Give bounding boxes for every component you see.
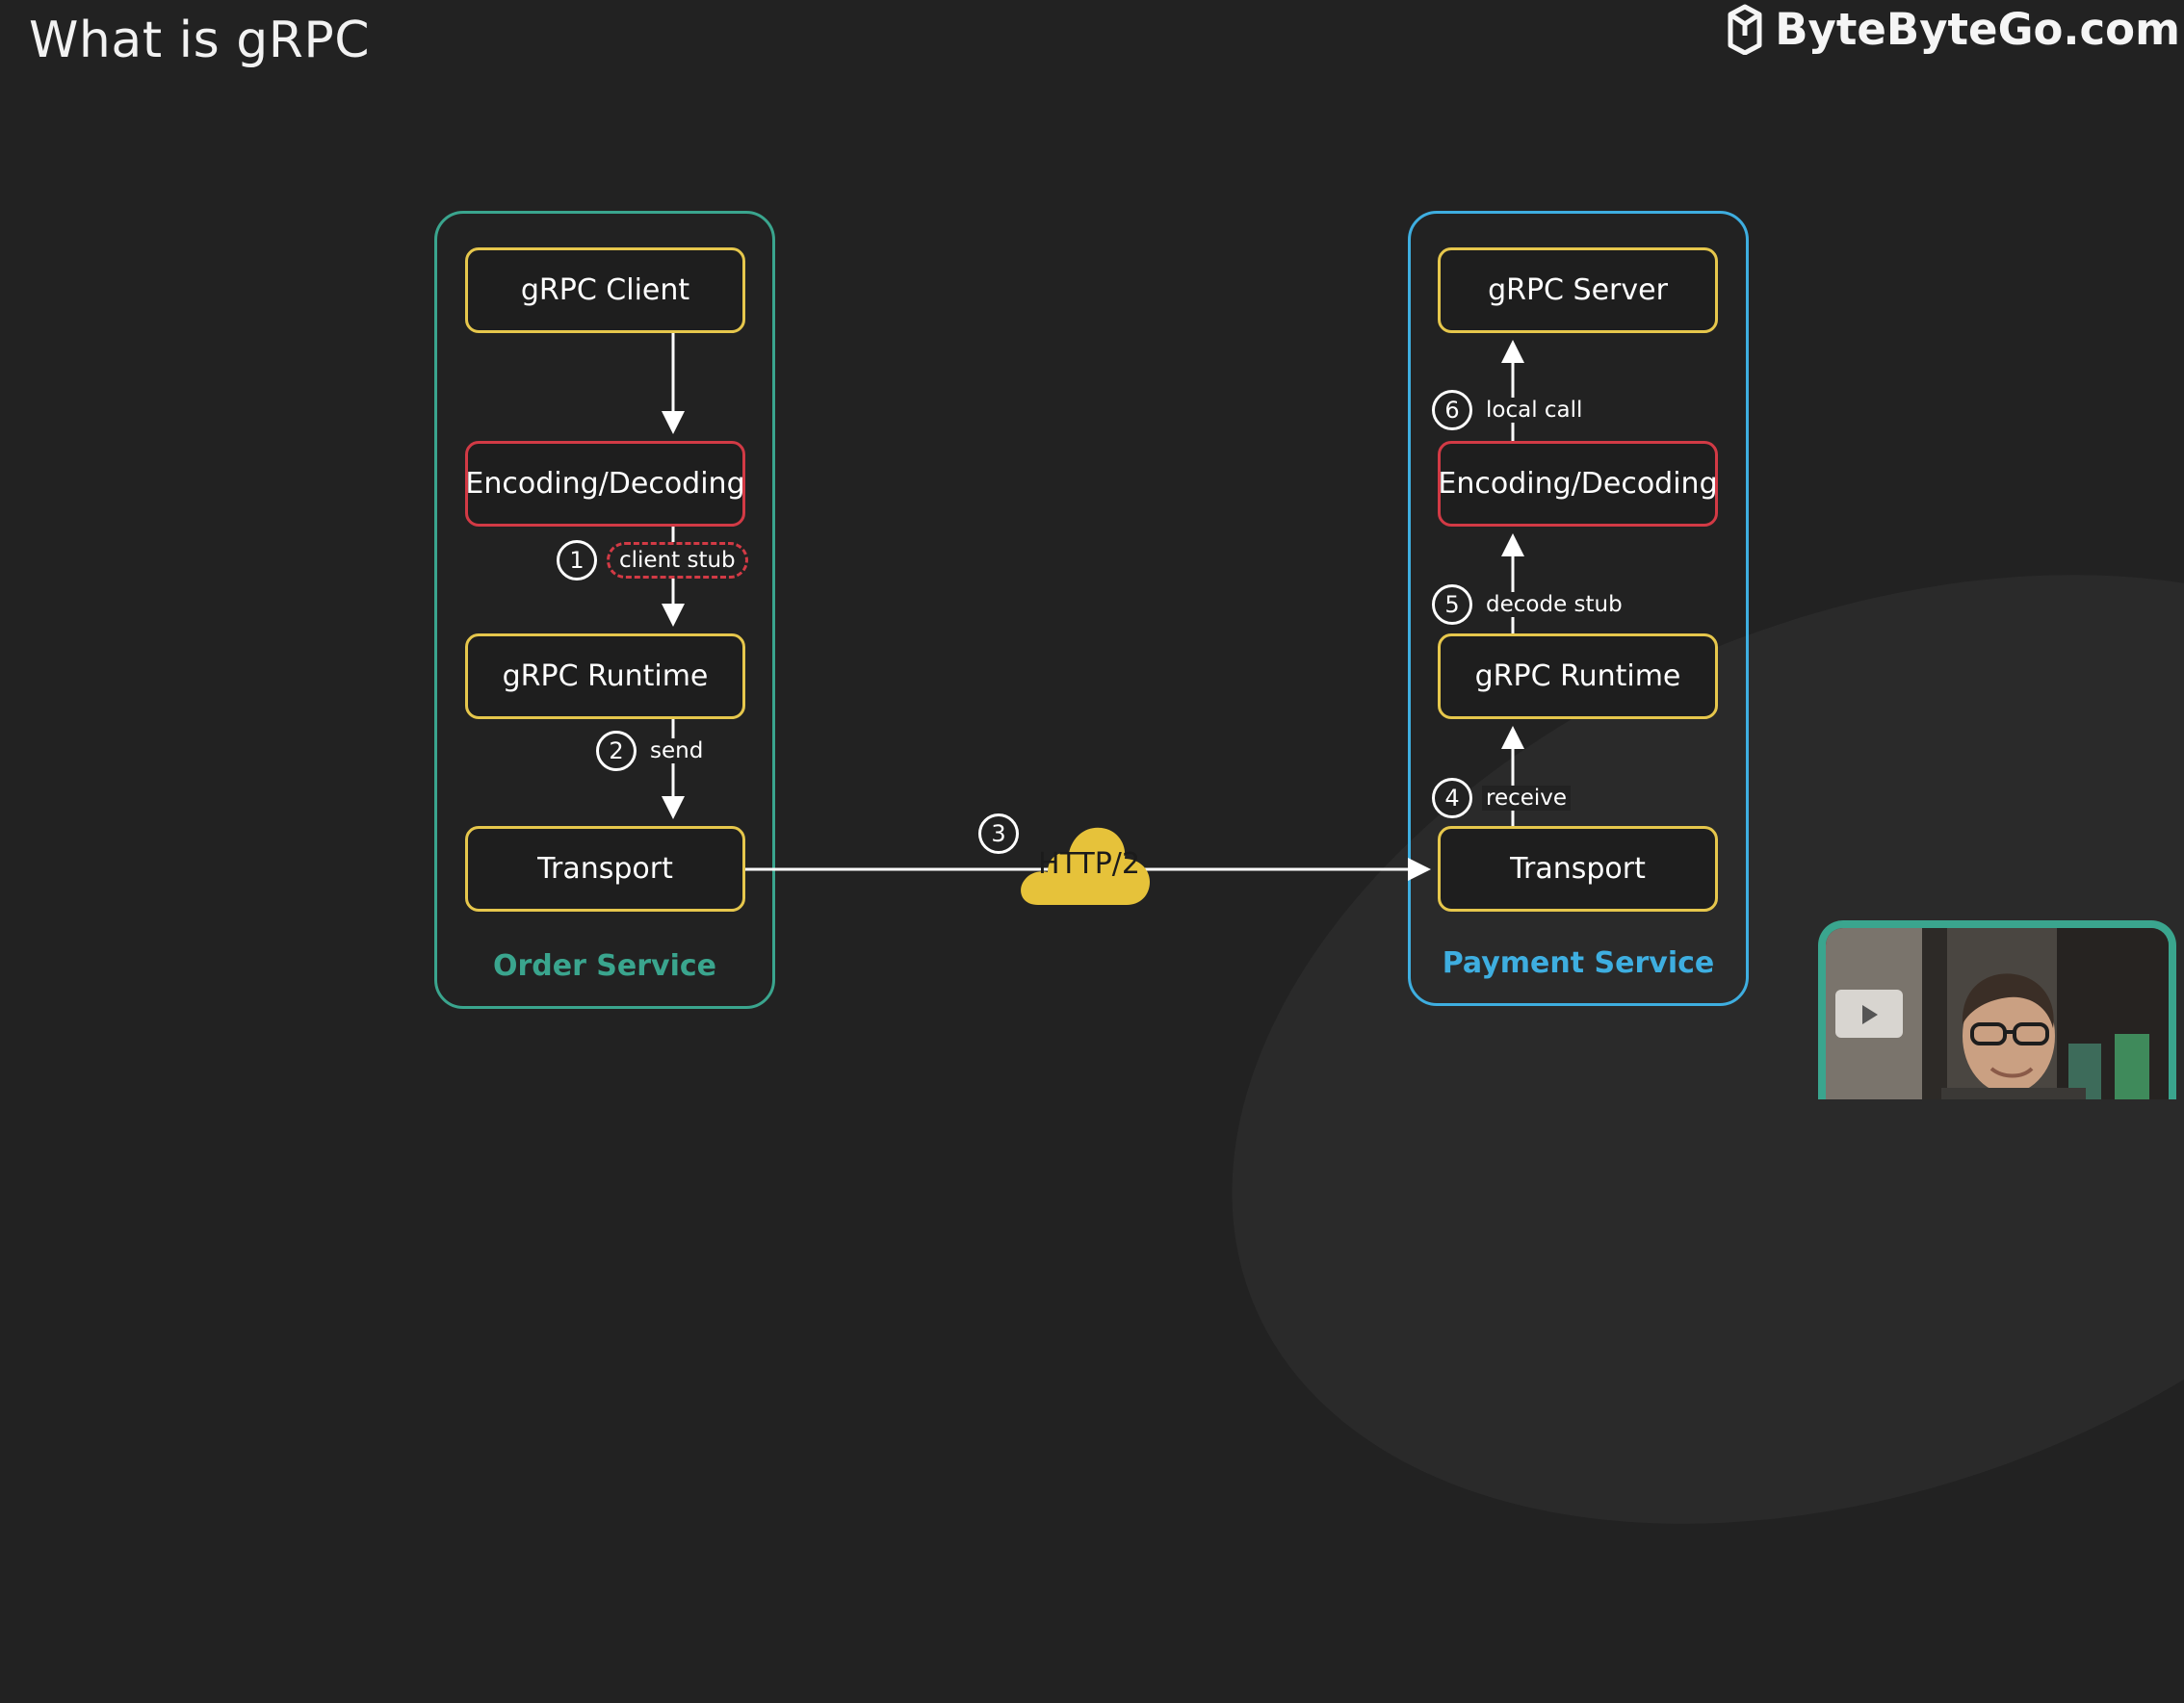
grpc-client-node: gRPC Client <box>465 247 745 333</box>
step-5-label: decode stub <box>1482 592 1626 617</box>
brand-logo: ByteByteGo.com <box>1725 2 2180 56</box>
presenter-webcam <box>1818 920 2176 1099</box>
step-6-number: 6 <box>1432 390 1472 430</box>
brand-name: ByteByteGo.com <box>1775 3 2180 55</box>
step-5-number: 5 <box>1432 584 1472 625</box>
grpc-server-node: gRPC Server <box>1438 247 1718 333</box>
step-3-number: 3 <box>978 813 1019 854</box>
server-grpc-runtime-node: gRPC Runtime <box>1438 633 1718 719</box>
step-2-number: 2 <box>596 731 637 771</box>
page-title: What is gRPC <box>29 12 371 69</box>
client-encoding-decoding-node: Encoding/Decoding <box>465 441 745 527</box>
client-stub-badge: client stub <box>607 542 748 579</box>
http2-label: HTTP/2 <box>1038 847 1140 881</box>
client-grpc-runtime-node: gRPC Runtime <box>465 633 745 719</box>
server-encoding-decoding-node: Encoding/Decoding <box>1438 441 1718 527</box>
step-2-label: send <box>646 738 708 763</box>
payment-service-container: Payment Service <box>1408 211 1749 1006</box>
presenter-photo <box>1826 928 2169 1099</box>
order-service-container: Order Service <box>434 211 775 1009</box>
http2-cloud-icon <box>1021 827 1150 905</box>
server-transport-node: Transport <box>1438 826 1718 912</box>
step-1-number: 1 <box>557 540 597 581</box>
step-6-local-call: 6 local call <box>1432 390 1587 430</box>
step-2-send: 2 send <box>596 731 708 771</box>
step-4-number: 4 <box>1432 778 1472 818</box>
order-service-label: Order Service <box>492 949 717 983</box>
step-4-receive: 4 receive <box>1432 778 1572 818</box>
payment-service-label: Payment Service <box>1442 946 1715 980</box>
step-4-label: receive <box>1482 786 1572 811</box>
client-transport-node: Transport <box>465 826 745 912</box>
step-3: 3 <box>978 813 1019 854</box>
bytebytego-logo-icon <box>1728 4 1762 55</box>
step-5-decode-stub: 5 decode stub <box>1432 584 1626 625</box>
step-6-label: local call <box>1482 398 1587 423</box>
step-1-client-stub: 1 client stub <box>557 540 748 581</box>
